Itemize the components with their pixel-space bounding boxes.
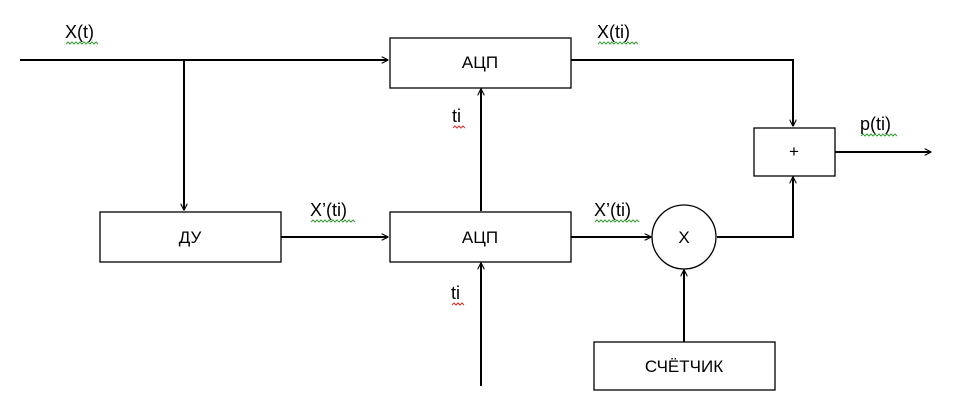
counter-label: СЧЁТЧИК bbox=[645, 357, 723, 376]
spellcheck-underline bbox=[65, 41, 99, 45]
multiplier-block: X bbox=[651, 204, 717, 270]
spellcheck-underline bbox=[860, 133, 898, 137]
spellcheck-underline bbox=[451, 302, 465, 306]
spellcheck-underline bbox=[452, 125, 466, 129]
adc-top-block: АЦП bbox=[389, 37, 572, 89]
du-label: ДУ bbox=[179, 228, 202, 247]
du-block: ДУ bbox=[99, 211, 282, 263]
signal-adc-bottom-out-label: X’(ti) bbox=[594, 200, 631, 220]
spellcheck-underline bbox=[597, 41, 639, 45]
adder-label: + bbox=[789, 142, 799, 161]
signal-output-label: p(ti) bbox=[860, 114, 891, 134]
adder-block: + bbox=[753, 127, 836, 177]
adc-bottom-block: АЦП bbox=[389, 211, 572, 263]
signal-du-out-label: X’(ti) bbox=[310, 200, 347, 220]
adc-bottom-label: АЦП bbox=[462, 228, 498, 247]
signal-ti-bottom-label: ti bbox=[451, 283, 460, 303]
signal-ti-top-label: ti bbox=[452, 106, 461, 126]
wire-adc-top-to-adder bbox=[571, 59, 793, 126]
counter-block: СЧЁТЧИК bbox=[593, 341, 776, 391]
spellcheck-underline bbox=[310, 219, 356, 223]
spellcheck-underline bbox=[594, 219, 640, 223]
signal-adc-top-out-label: X(ti) bbox=[597, 22, 630, 42]
multiplier-label: X bbox=[678, 228, 689, 247]
adc-top-label: АЦП bbox=[462, 53, 498, 72]
wire-multiplier-to-adder bbox=[717, 177, 793, 238]
signal-input-label: X(t) bbox=[65, 22, 94, 42]
